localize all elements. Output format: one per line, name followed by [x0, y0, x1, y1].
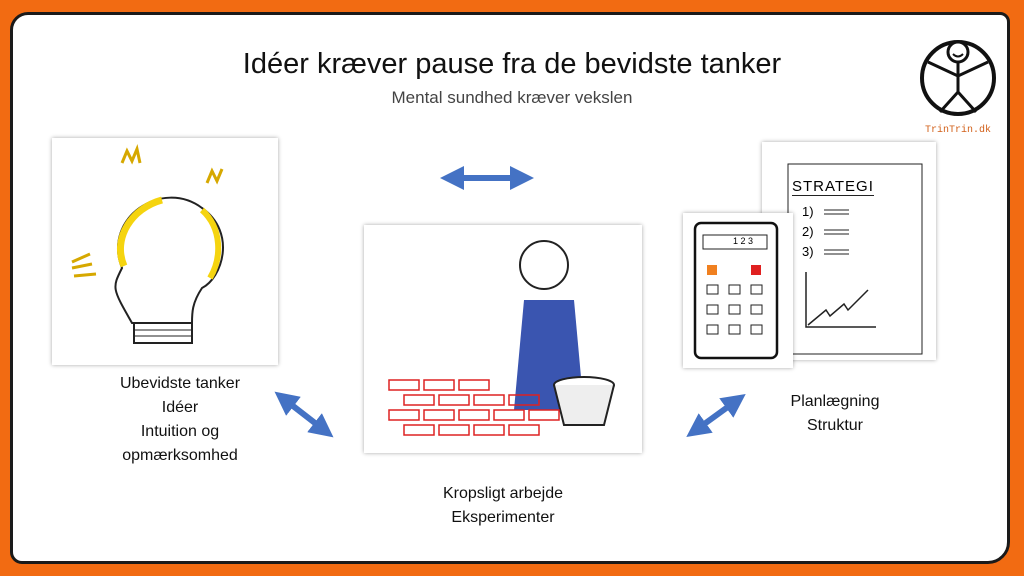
double-arrow-left — [274, 391, 334, 438]
double-arrow-right — [686, 393, 746, 438]
calculator-icon — [693, 221, 779, 360]
slide-title: Idéer kræver pause fra de bevidste tanke… — [242, 48, 782, 80]
logo: TrinTrin.dk — [918, 34, 998, 139]
left-label: Ubevidste tanker Idéer Intuition og opmæ… — [80, 372, 280, 468]
label-line: Kropsligt arbejde — [442, 485, 564, 502]
strategy-heading: STRATEGI — [792, 178, 874, 196]
lightbulb-icon — [71, 143, 224, 344]
label-line: Planlægning — [790, 393, 880, 410]
right-label: Planlægning Struktur — [760, 390, 910, 438]
center-label: Kropsligt arbejde Eksperimenter — [388, 482, 618, 530]
strategy-item: 1) — [802, 204, 814, 219]
bricklayer-icon — [388, 240, 615, 436]
label-line: Intuition og — [140, 423, 220, 440]
label-line: Ubevidste tanker — [119, 375, 241, 392]
logo-text: TrinTrin.dk — [924, 125, 991, 136]
bricklayer-image — [364, 225, 642, 453]
strategy-item: 3) — [802, 244, 814, 259]
label-line: opmærksomhed — [122, 447, 238, 464]
label-line: Eksperimenter — [451, 509, 555, 526]
lightbulb-image — [52, 138, 278, 365]
calculator-image: 1 2 3 — [683, 213, 793, 368]
label-line: Struktur — [806, 417, 863, 434]
calculator-display: 1 2 3 — [733, 236, 754, 246]
label-line: Idéer — [161, 399, 199, 416]
stick-figure-icon — [920, 40, 996, 116]
strategy-item: 2) — [802, 224, 814, 239]
slide-subtitle: Mental sundhed kræver vekslen — [391, 88, 633, 107]
